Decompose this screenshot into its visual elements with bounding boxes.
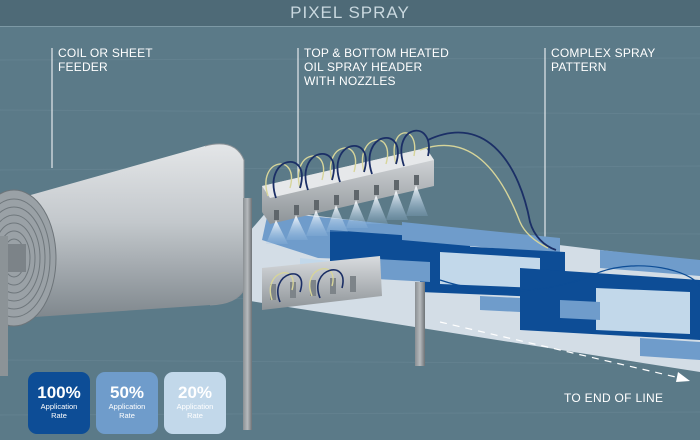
- legend-label: Application: [108, 402, 146, 411]
- header-callout-line: TOP & BOTTOM HEATED: [304, 46, 449, 60]
- pattern-callout: COMPLEX SPRAY PATTERN: [551, 46, 655, 74]
- legend-percent: 20%: [177, 383, 213, 402]
- top-header-hoses: [265, 129, 700, 292]
- legend-label: Application: [40, 402, 78, 411]
- legend-card-50: 50% Application Rate: [96, 372, 158, 434]
- legend-card-20: 20% Application Rate: [164, 372, 226, 434]
- feeder-callout-line: COIL OR SHEET: [58, 46, 153, 60]
- legend-percent: 100%: [37, 383, 81, 402]
- support-post-right: [415, 282, 425, 366]
- title-bar: PIXEL SPRAY: [0, 0, 700, 27]
- feeder-callout-line: FEEDER: [58, 60, 108, 74]
- legend-label: Rate: [51, 411, 67, 420]
- legend-percent: 50%: [109, 383, 145, 402]
- legend-label: Rate: [119, 411, 135, 420]
- end-of-line-label: TO END OF LINE: [564, 391, 664, 405]
- page-title: PIXEL SPRAY: [290, 3, 410, 22]
- pattern-callout-line: PATTERN: [551, 60, 607, 74]
- header-callout-line: OIL SPRAY HEADER: [304, 60, 423, 74]
- top-spray-header: [262, 148, 434, 224]
- spray-cones: [266, 185, 428, 244]
- support-post-left: [243, 198, 252, 430]
- legend-card-100: 100% Application Rate: [28, 372, 90, 434]
- header-callout-line: WITH NOZZLES: [304, 74, 396, 88]
- header-callout: TOP & BOTTOM HEATED OIL SPRAY HEADER WIT…: [304, 46, 449, 88]
- coil: [0, 143, 245, 376]
- legend-label: Rate: [187, 411, 203, 420]
- pattern-callout-line: COMPLEX SPRAY: [551, 46, 656, 60]
- feeder-callout: COIL OR SHEET FEEDER: [58, 46, 153, 74]
- bottom-spray-header: [262, 256, 382, 310]
- legend-label: Application: [176, 402, 214, 411]
- direction-arrow: [439, 321, 690, 382]
